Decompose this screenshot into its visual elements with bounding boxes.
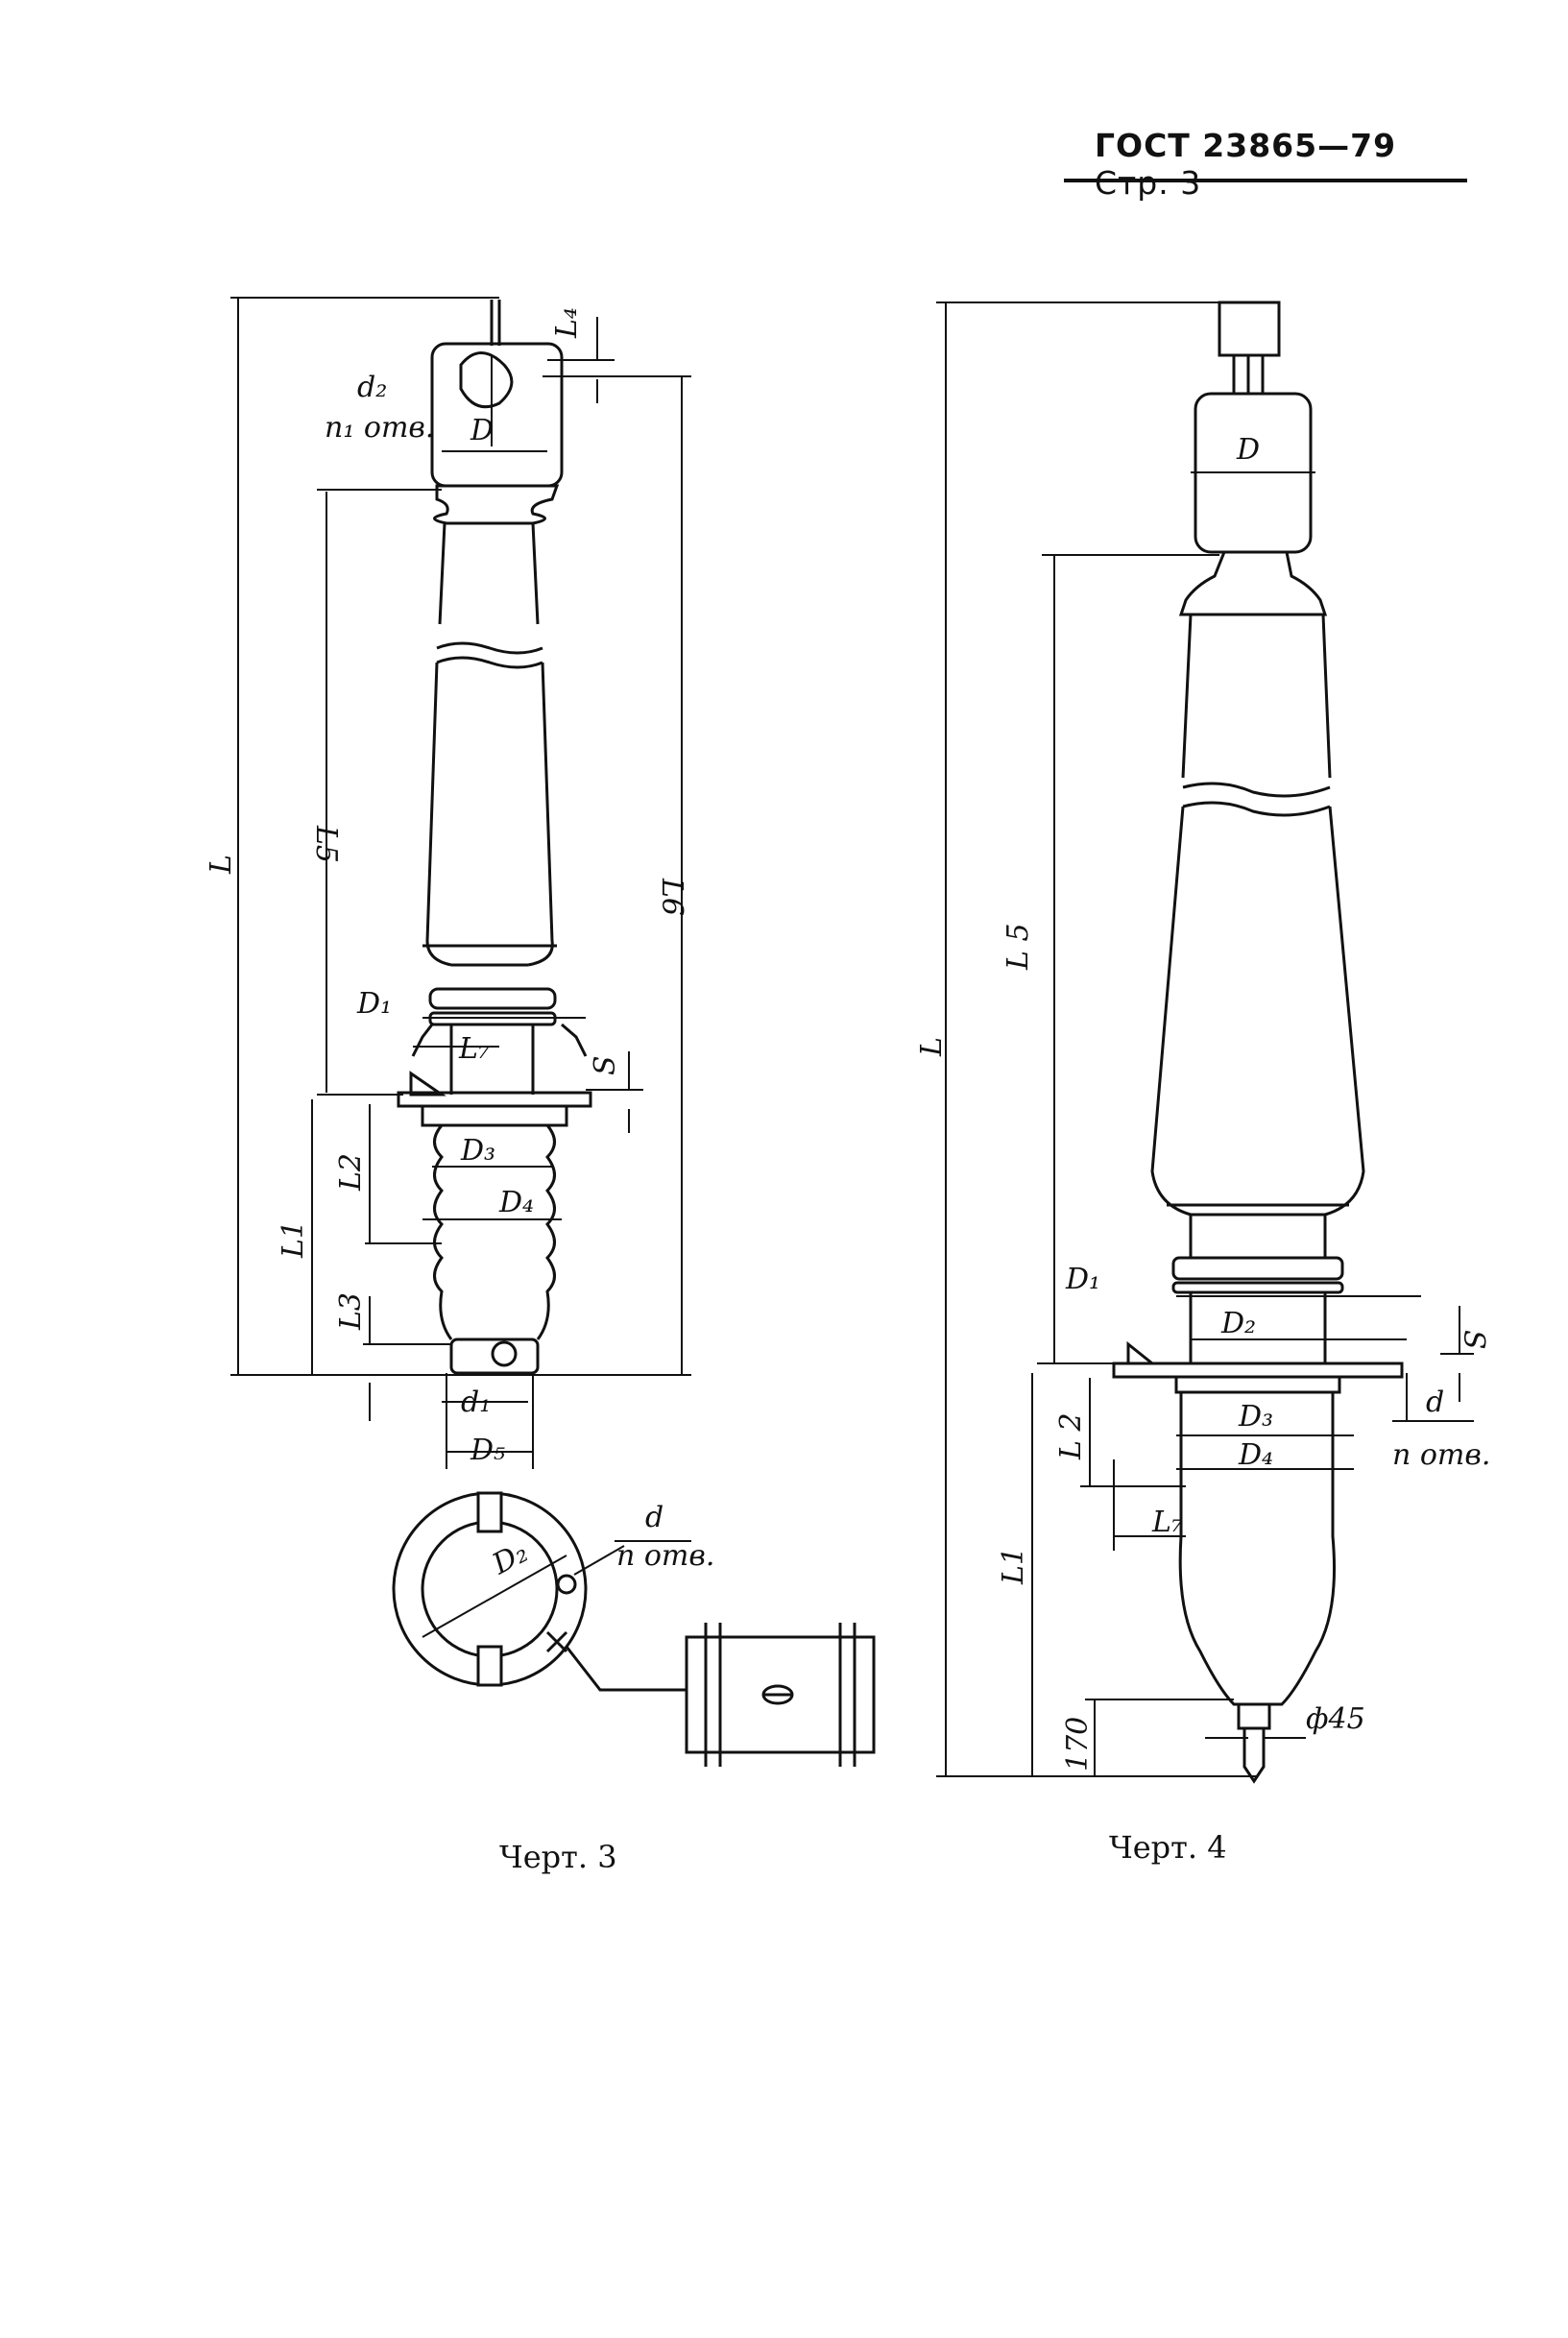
fig4-label-L1: L1 <box>997 1547 1030 1585</box>
fig4-label-D: D <box>1236 433 1260 467</box>
fig3-label-S: S <box>589 1055 622 1075</box>
fig3-label-D2: D₂ <box>486 1535 533 1581</box>
page-header: ГОСТ 23865—79 Стр. 3 <box>1095 127 1479 202</box>
fig4-label-n: n отв. <box>1392 1438 1490 1472</box>
fig3-label-L3: L3 <box>334 1292 368 1331</box>
fig3-labels: d₂ n₁ отв. D L₄ L L5 L6 D₁ L₇ S D₃ D₄ L2… <box>205 307 714 1581</box>
fig4-label-S: S <box>1457 1330 1490 1350</box>
standard-number: ГОСТ 23865—79 <box>1095 127 1397 164</box>
fig4-label-L5: L 5 <box>1001 923 1035 971</box>
fig3-caption: Черт. 3 <box>499 1839 617 1875</box>
fig4-labels: D L L 5 D₁ D₂ S d D₃ D₄ n отв. L 2 L₇ L1… <box>915 433 1490 1772</box>
fig3-label-D3: D₃ <box>460 1134 495 1168</box>
fig4-dimensions <box>936 301 1474 1777</box>
fig3-label-D5: D₅ <box>470 1434 505 1467</box>
fig3-label-D: D <box>470 414 494 447</box>
header-rule <box>1064 179 1467 182</box>
fig4-bushing <box>1112 301 1404 1784</box>
fig3-dimensions <box>230 297 691 1469</box>
fig3-label-L2: L2 <box>334 1153 368 1192</box>
fig4-label-D1: D₁ <box>1065 1263 1100 1296</box>
fig3-label-d2: d₂ <box>357 371 387 404</box>
fig3-label-D1: D₁ <box>356 987 392 1021</box>
fig3-label-L4: L₄ <box>550 307 584 339</box>
fig3-label-D4: D₄ <box>498 1186 534 1219</box>
fig4-label-D4: D₄ <box>1238 1438 1273 1472</box>
fig4-label-diameter45: ф45 <box>1306 1702 1365 1736</box>
fig4-label-D2: D₂ <box>1220 1307 1256 1340</box>
fig3-label-d1: d₁ <box>461 1386 491 1419</box>
fig3-label-L1: L1 <box>277 1220 310 1259</box>
fig3-label-L5: L5 <box>309 825 343 863</box>
fig3-label-n: n отв. <box>616 1539 714 1573</box>
fig4-label-L2: L 2 <box>1054 1412 1088 1460</box>
fig3-label-L6: L6 <box>655 878 688 916</box>
page-number: Стр. 3 <box>1095 164 1202 202</box>
fig4-label-L: L <box>915 1037 949 1057</box>
fig4-caption: Черт. 4 <box>1109 1829 1227 1866</box>
fig4-label-D3: D₃ <box>1238 1400 1273 1434</box>
fig4-label-L7: L₇ <box>1151 1506 1183 1539</box>
fig3-bushing <box>397 300 592 1375</box>
fig3-label-n1: n₁ отв. <box>325 411 434 445</box>
fig4-label-d: d <box>1426 1386 1444 1419</box>
fig3-plan-view <box>392 1491 876 1767</box>
fig3-label-L: L <box>205 855 238 875</box>
fig3-label-L7: L₇ <box>458 1032 490 1066</box>
fig4-label-170: 170 <box>1061 1717 1095 1772</box>
fig3-label-d: d <box>645 1501 663 1534</box>
